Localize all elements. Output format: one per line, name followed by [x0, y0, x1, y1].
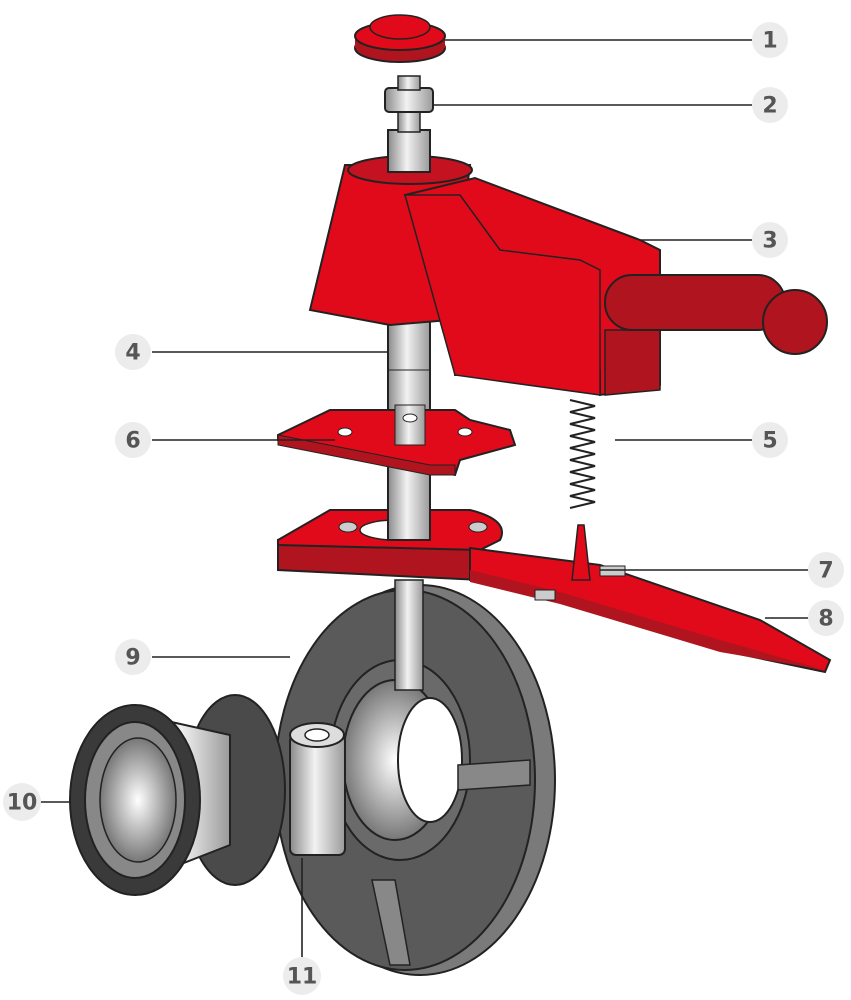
callout-3: 3: [752, 222, 788, 258]
callout-label: 4: [125, 341, 140, 366]
callout-7: 7: [808, 552, 844, 588]
callout-4: 4: [115, 334, 151, 370]
callout-1: 1: [752, 22, 788, 58]
callout-label: 2: [762, 94, 777, 119]
cap: [354, 14, 446, 63]
spring: [569, 399, 596, 509]
callout-label: 7: [818, 559, 833, 584]
index-plate: [277, 404, 517, 477]
callout-11: 11: [283, 957, 321, 995]
callout-8: 8: [808, 600, 844, 636]
callout-label: 3: [762, 229, 777, 254]
clamp: [289, 722, 346, 856]
callout-10: 10: [3, 783, 41, 821]
valve-body: [274, 579, 556, 976]
nut-and-bolt: [384, 75, 434, 173]
callout-label: 8: [818, 607, 833, 632]
callout-label: 11: [287, 965, 318, 990]
callout-2: 2: [752, 87, 788, 123]
callout-9: 9: [115, 639, 151, 675]
lever-handle: [469, 524, 832, 674]
callout-label: 6: [125, 429, 140, 454]
callout-6: 6: [115, 422, 151, 458]
callout-label: 10: [7, 791, 38, 816]
callout-label: 9: [125, 646, 140, 671]
leader-lines: [40, 39, 808, 957]
callout-5: 5: [752, 422, 788, 458]
handle-housing: [308, 155, 828, 397]
callout-label: 1: [762, 29, 777, 54]
callout-label: 5: [762, 429, 777, 454]
pipe-connector: [69, 694, 286, 896]
